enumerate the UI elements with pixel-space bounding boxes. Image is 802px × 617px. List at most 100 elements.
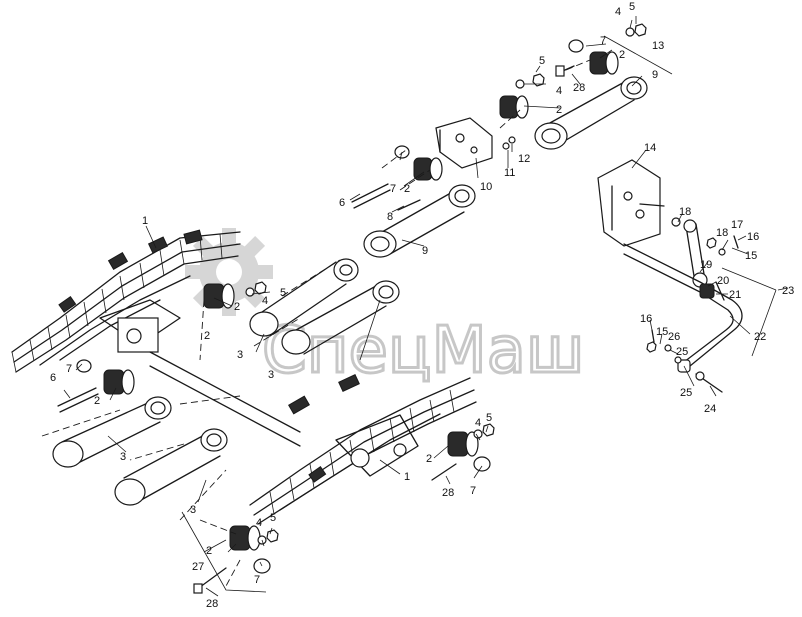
callout-10: 10 <box>480 181 492 193</box>
reaction-rod-upper-left <box>363 184 476 258</box>
callout-2-b: 2 <box>556 104 562 116</box>
washer-18 <box>671 217 681 227</box>
callout-28-a: 28 <box>573 82 585 94</box>
callout-3-c: 3 <box>120 451 126 463</box>
callout-9-b: 9 <box>422 245 428 257</box>
watermark-brand-text: СпецМаш <box>262 314 584 388</box>
callout-7-b: 7 <box>390 183 396 195</box>
callout-25-b: 25 <box>680 387 692 399</box>
callout-19: 19 <box>700 259 712 271</box>
silentblock-upper-1 <box>589 51 619 75</box>
washer-17 <box>718 248 726 256</box>
callout-1-right: 1 <box>404 471 410 483</box>
group-line-27 <box>181 511 267 593</box>
leaf-spring-right <box>249 374 477 525</box>
callout-4-c: 4 <box>262 295 268 307</box>
washer-25 <box>674 356 682 364</box>
callout-11: 11 <box>504 167 515 179</box>
cross-tube-upper <box>149 351 301 433</box>
washer-25-lower <box>695 371 705 381</box>
stabilizer-bracket-14 <box>597 159 665 247</box>
callout-5-d: 5 <box>486 412 492 424</box>
pin-16-lower <box>651 329 655 343</box>
guide-lines-upper <box>381 59 591 191</box>
bolt-28-bottom-head <box>193 583 203 594</box>
callout-4-a: 4 <box>615 6 621 18</box>
reaction-rod-upper-right <box>534 76 648 150</box>
silentblock-lower-2 <box>103 369 135 395</box>
snap-ring-lower-1 <box>76 359 92 373</box>
callout-24: 24 <box>704 403 716 415</box>
callout-14: 14 <box>644 142 656 154</box>
nut-15-upper <box>706 237 717 249</box>
nut-lower-3 <box>266 529 279 543</box>
bolt-28-lower <box>431 463 457 481</box>
washer-upper <box>625 27 635 37</box>
callout-18-a: 18 <box>679 206 691 218</box>
callout-25-a: 25 <box>676 346 688 358</box>
silentblock-lower-3 <box>447 431 479 457</box>
callout-2-h: 2 <box>206 545 212 557</box>
group-line-23 <box>721 267 777 357</box>
pin-6-upper-2 <box>353 189 391 209</box>
nut-lower-2 <box>482 423 495 437</box>
callout-18-b: 18 <box>716 227 728 239</box>
callout-4-b: 4 <box>556 85 562 97</box>
guide-lines-left <box>41 259 341 587</box>
snap-ring-upper <box>568 39 584 53</box>
stabilizer-clamp-20-21 <box>699 281 725 301</box>
callout-6-lower: 6 <box>50 372 56 384</box>
callout-7-a: 7 <box>600 35 606 47</box>
nut-15-lower <box>646 341 657 353</box>
callout-16-b: 16 <box>640 313 652 325</box>
pin-6-upper <box>351 183 389 203</box>
nut-upper <box>634 23 647 37</box>
callout-17: 17 <box>731 219 743 231</box>
callout-28-c: 28 <box>206 598 218 610</box>
callout-5-c: 5 <box>280 287 286 299</box>
silentblock-upper-2 <box>499 95 529 119</box>
callout-7-c: 7 <box>66 363 72 375</box>
callout-12: 12 <box>518 153 530 165</box>
callout-2-c: 2 <box>404 183 410 195</box>
callout-6-upper: 6 <box>339 197 345 209</box>
washer-11 <box>502 142 510 150</box>
callout-7-d: 7 <box>470 485 476 497</box>
washer-12 <box>508 136 516 144</box>
silentblock-lower-1 <box>203 283 235 309</box>
pin-16-upper <box>733 235 739 249</box>
pin-6-lower-2 <box>59 393 99 413</box>
callout-3-b: 3 <box>268 369 274 381</box>
leader-lines <box>63 16 789 597</box>
callout-2-f: 2 <box>94 395 100 407</box>
callout-15-a: 15 <box>745 250 757 262</box>
nut-lower-1 <box>254 281 267 295</box>
callout-5-a: 5 <box>629 1 635 13</box>
callout-4-e: 4 <box>256 517 262 529</box>
bolt-upper-head <box>555 65 565 77</box>
callout-16-a: 16 <box>747 231 759 243</box>
callout-8: 8 <box>387 211 393 223</box>
pin-6-lower <box>57 387 97 407</box>
callout-3-a: 3 <box>237 349 243 361</box>
washer-mid <box>515 79 525 89</box>
washer-lower-2 <box>473 429 483 439</box>
cross-tube-lower <box>149 365 301 447</box>
rod-bracket <box>435 117 493 169</box>
bolt-8 <box>397 199 421 211</box>
callout-28-b: 28 <box>442 487 454 499</box>
callout-2-g: 2 <box>426 453 432 465</box>
callout-2-e: 2 <box>234 301 240 313</box>
callout-4-d: 4 <box>475 417 481 429</box>
snap-ring-lower-2 <box>473 456 491 472</box>
washer-lower-1 <box>245 287 255 297</box>
leaf-spring-left <box>11 229 241 373</box>
callout-2-d: 2 <box>204 330 210 342</box>
callout-3-d: 3 <box>190 504 196 516</box>
callout-5-e: 5 <box>270 512 276 524</box>
silentblock-lower-4 <box>229 525 261 551</box>
callout-9-a: 9 <box>652 69 658 81</box>
callout-27: 27 <box>192 561 204 573</box>
stabilizer-link-19 <box>683 219 708 288</box>
